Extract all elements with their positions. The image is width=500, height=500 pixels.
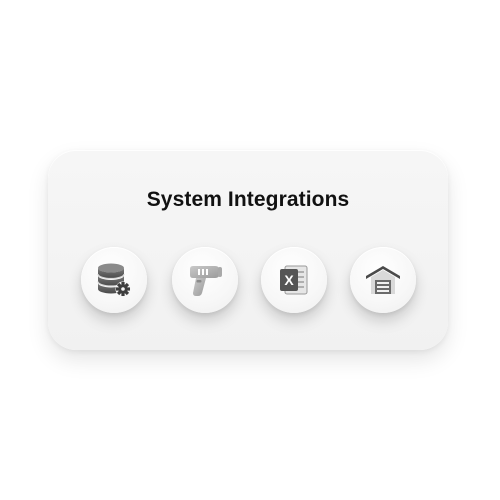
warehouse-integration-button[interactable] [350, 247, 416, 313]
barcode-scanner-icon [190, 266, 222, 296]
database-settings-icon [97, 263, 131, 297]
excel-integration-button[interactable]: X [261, 247, 327, 313]
card-title: System Integrations [146, 188, 350, 211]
barcode-scanner-integration-button[interactable] [172, 247, 238, 313]
integration-icons-row: X [48, 247, 448, 317]
system-integrations-card: System Integrations [48, 150, 448, 350]
excel-glyph: X [284, 272, 294, 288]
excel-icon: X [280, 265, 308, 295]
database-integration-button[interactable] [81, 247, 147, 313]
warehouse-icon [366, 266, 400, 294]
